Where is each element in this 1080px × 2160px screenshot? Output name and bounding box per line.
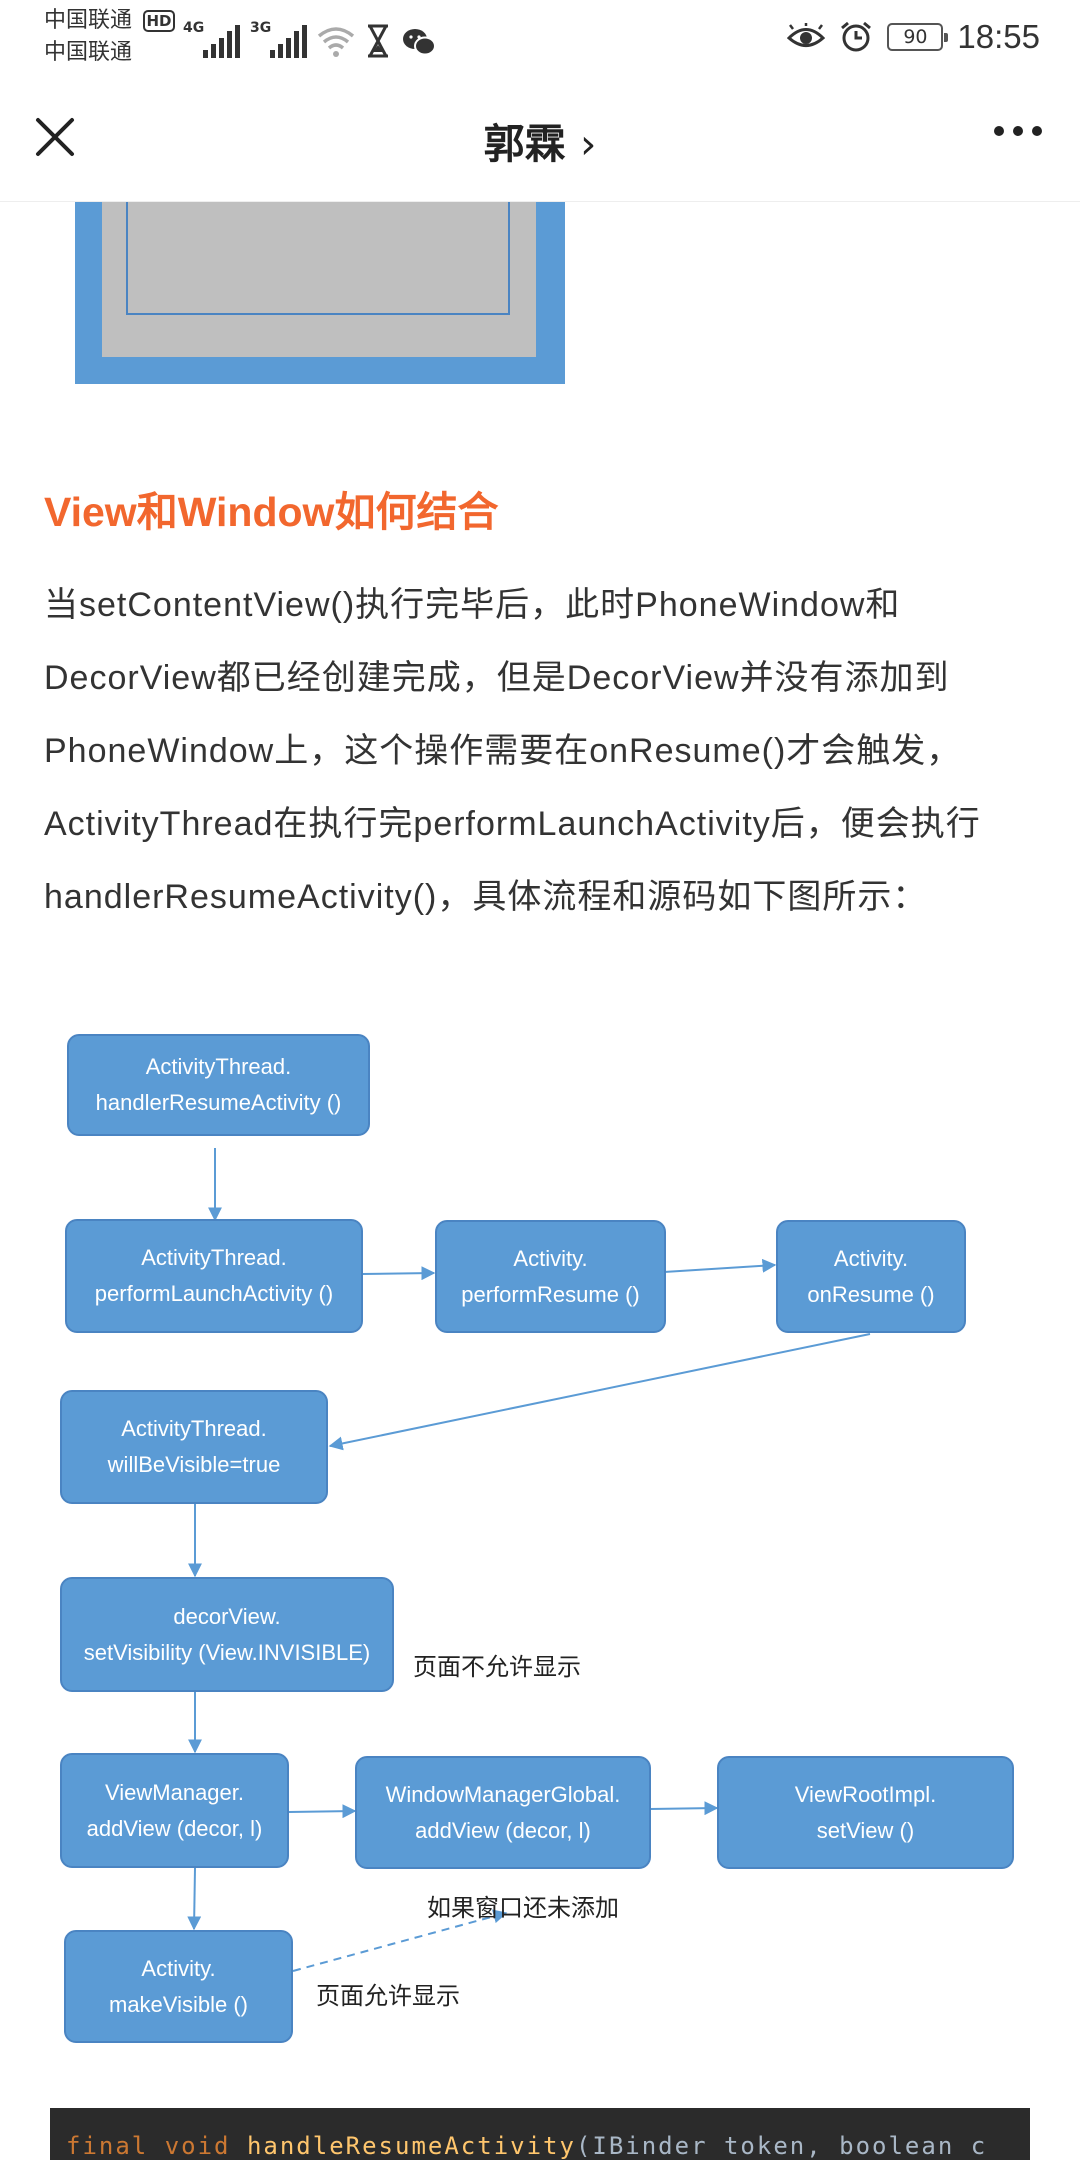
flow-box-window-manager-global-add-view: WindowManagerGlobal. addView (decor, l) (355, 1756, 651, 1869)
note-page-visible: 页面允许显示 (316, 1982, 460, 2010)
flow-box-on-resume: Activity. onResume () (776, 1220, 966, 1333)
flow-box-line: ActivityThread. (145, 1054, 292, 1079)
close-icon[interactable] (30, 112, 80, 162)
flow-box-line: ViewRootImpl. (794, 1781, 937, 1807)
flow-box-line: onResume () (807, 1281, 935, 1307)
flow-box-line: willBeVisible=true (107, 1452, 281, 1477)
code-block: final void handleResumeActivity(IBinder … (50, 2108, 1030, 2160)
arrow-3-4 (663, 1258, 777, 1273)
flow-box-line: decorView. (173, 1603, 281, 1629)
article-paragraph: 当setContentView()执行完毕后，此时PhoneWindow和Dec… (44, 586, 981, 916)
flow-box-line: makeVisible () (109, 1991, 248, 2017)
carrier-label-1: 中国联通 (44, 8, 133, 33)
flow-box-view-manager-add-view: ViewManager. addView (decor, l) (60, 1753, 289, 1868)
carrier-label-2: 中国联通 (44, 40, 133, 65)
alarm-icon (841, 21, 872, 52)
flow-box-line: performResume () (461, 1281, 640, 1307)
flow-box-set-visibility: decorView. setVisibility (View.INVISIBLE… (60, 1577, 394, 1692)
flow-box-line: ActivityThread. (141, 1245, 287, 1270)
section-heading: View和Window如何结合 (44, 489, 499, 535)
clock: 18:55 (957, 18, 1040, 55)
flow-box-perform-launch-activity: ActivityThread. performLaunchActivity () (65, 1219, 363, 1333)
flow-box-line: addView (decor, l) (415, 1817, 591, 1843)
flowchart-connectors (187, 1148, 871, 1972)
network-type-label-1: 4G (183, 20, 205, 36)
flow-box-line: Activity. (513, 1245, 588, 1271)
window-diagram-image (75, 202, 565, 384)
flow-box-line: addView (decor, l) (86, 1815, 263, 1841)
wifi-icon (317, 27, 355, 57)
more-options-icon[interactable] (994, 126, 1042, 136)
flow-box-line: Activity. (833, 1245, 909, 1271)
code-params: (IBinder token, boolean c (575, 2132, 988, 2160)
flow-box-view-root-impl-set-view: ViewRootImpl. setView () (717, 1756, 1014, 1869)
arrow-4-5 (328, 1333, 871, 1451)
flowchart-diagram: ActivityThread. handlerResumeActivity ()… (0, 1032, 1080, 2043)
note-window-not-added: 如果窗口还未添加 (427, 1894, 619, 1922)
wechat-icon (403, 29, 436, 56)
status-bar: 中国联通 中国联通 HD 4G 3G (0, 0, 1080, 74)
flow-box-make-visible: Activity. makeVisible () (64, 1930, 293, 2043)
arrow-2-3 (361, 1266, 436, 1281)
article-content: View和Window如何结合 当setContentView()执行完毕后，此… (0, 202, 1080, 2160)
flow-box-line: Activity. (141, 1955, 216, 1981)
system-indicators: 90 18:55 (787, 14, 1040, 60)
eye-comfort-icon (787, 23, 826, 47)
flow-box-will-be-visible: ActivityThread. willBeVisible=true (60, 1390, 328, 1504)
arrow-7-10 (187, 1867, 202, 1931)
flow-box-line: setVisibility (View.INVISIBLE) (83, 1639, 371, 1665)
signal-4g-icon: 4G (183, 20, 240, 58)
network-type-label-2: 3G (250, 20, 272, 36)
nav-bar: 郭霖 › (0, 74, 1080, 202)
flow-box-line: performLaunchActivity () (94, 1281, 334, 1306)
code-keyword: void (164, 2132, 231, 2160)
hourglass-icon (368, 24, 388, 58)
network-indicators: 4G 3G (183, 14, 437, 58)
flow-box-line: ViewManager. (104, 1779, 244, 1805)
chevron-right-icon: › (579, 120, 597, 168)
battery-icon: 90 (887, 23, 949, 51)
account-title[interactable]: 郭霖 › (0, 110, 1080, 170)
code-method-name: handleResumeActivity (246, 2132, 576, 2160)
arrow-10-8-dashed (292, 1909, 508, 1972)
code-keyword: final (66, 2132, 149, 2160)
hd-badge: HD (143, 10, 175, 32)
arrow-7-8 (288, 1804, 357, 1819)
arrow-8-9 (649, 1801, 719, 1816)
note-page-not-visible: 页面不允许显示 (413, 1653, 581, 1681)
flow-box-line: WindowManagerGlobal. (385, 1781, 621, 1807)
flow-box-perform-resume: Activity. performResume () (435, 1220, 666, 1333)
flow-box-line: handlerResumeActivity () (95, 1090, 342, 1115)
code-line: final void handleResumeActivity(IBinder … (66, 2132, 987, 2160)
flow-box-line: ActivityThread. (121, 1416, 267, 1441)
flow-box-handler-resume-activity: ActivityThread. handlerResumeActivity () (67, 1034, 370, 1136)
signal-3g-icon: 3G (250, 20, 307, 58)
flow-box-line: setView () (816, 1817, 915, 1843)
account-name: 郭霖 (483, 120, 566, 168)
